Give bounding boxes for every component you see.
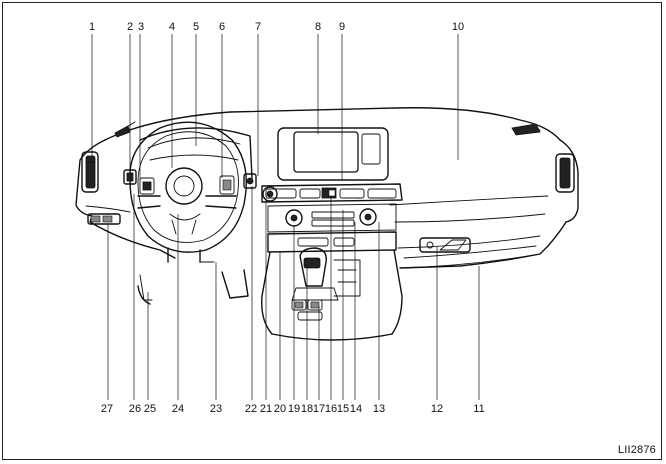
callout-11: 11 [473, 403, 484, 415]
callout-24: 24 [172, 403, 184, 415]
right-stalk-switch [243, 173, 257, 189]
callout-1: 1 [89, 21, 95, 33]
right-air-vent [555, 153, 575, 193]
callout-22: 22 [245, 403, 257, 415]
glove-box-handle [419, 237, 471, 253]
callout-5: 5 [193, 21, 199, 33]
lower-dash [399, 245, 541, 269]
figure-code: LII2876 [617, 444, 656, 456]
left-air-vent [81, 151, 99, 193]
callout-25: 25 [144, 403, 156, 415]
callout-23: 23 [210, 403, 222, 415]
left-switch-panel [87, 213, 121, 225]
callout-3: 3 [138, 21, 144, 33]
callout-7: 7 [255, 21, 261, 33]
diagram-frame [2, 2, 662, 460]
top-callouts: 1 2 3 4 5 6 7 8 9 10 [89, 21, 464, 33]
center-console [261, 247, 403, 341]
callout-26: 26 [129, 403, 141, 415]
callout-4: 4 [169, 21, 175, 33]
callout-6: 6 [219, 21, 225, 33]
callout-21: 21 [260, 403, 272, 415]
callout-19: 19 [288, 403, 300, 415]
callout-2: 2 [127, 21, 133, 33]
steering-wheel [129, 121, 253, 263]
top-leader-lines [91, 34, 459, 180]
callout-16: 16 [325, 403, 337, 415]
callout-9: 9 [339, 21, 345, 33]
callout-15: 15 [337, 403, 349, 415]
callout-18: 18 [301, 403, 313, 415]
pedals [137, 261, 249, 305]
bottom-callouts: 27 26 25 24 23 22 21 20 19 18 17 16 15 1… [101, 403, 485, 415]
callout-12: 12 [431, 403, 443, 415]
callout-27: 27 [101, 403, 113, 415]
callout-14: 14 [350, 403, 362, 415]
callout-8: 8 [315, 21, 321, 33]
center-display [277, 127, 389, 181]
bottom-leader-lines [107, 186, 480, 400]
callout-20: 20 [274, 403, 286, 415]
callout-10: 10 [452, 21, 464, 33]
center-stack [261, 183, 403, 253]
callout-17: 17 [313, 403, 325, 415]
callout-13: 13 [373, 403, 385, 415]
